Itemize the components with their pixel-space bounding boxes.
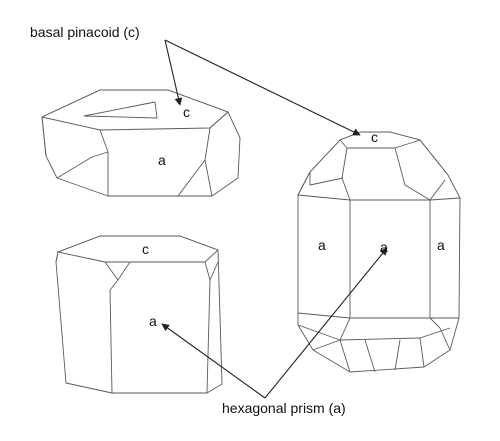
crystal-short-prism <box>55 235 223 394</box>
leader-to-flat-c <box>164 39 183 106</box>
crystal-flat-plate <box>41 89 241 197</box>
flat-side-face-label: a <box>158 152 166 168</box>
crystal-tall-prism <box>297 131 461 373</box>
basal-pinacoid-label: basal pinacoid (c) <box>30 24 140 40</box>
tall-right-face-label: a <box>437 237 445 253</box>
short-front-face-label: a <box>149 313 157 329</box>
tall-left-face-label: a <box>318 237 326 253</box>
leader-to-tall-c <box>164 39 361 136</box>
tall-top-face-label: c <box>371 129 378 145</box>
leader-to-short-a <box>161 323 266 399</box>
short-top-face-label: c <box>142 241 149 257</box>
flat-top-face-label: c <box>183 104 190 120</box>
hexagonal-prism-label: hexagonal prism (a) <box>222 400 346 416</box>
leader-lines <box>161 39 388 399</box>
leader-to-tall-a <box>264 247 388 399</box>
tall-center-face-label: a <box>380 239 388 255</box>
